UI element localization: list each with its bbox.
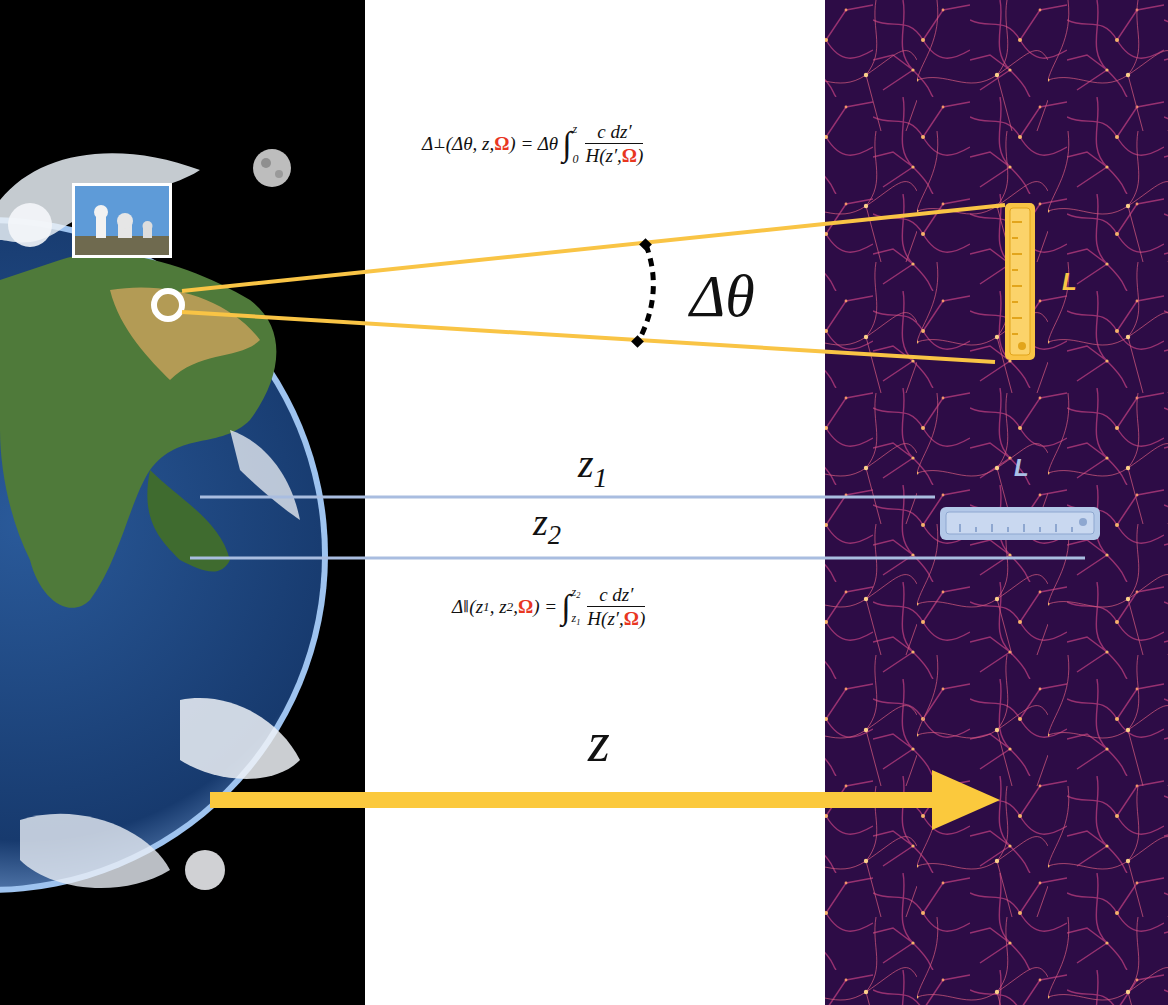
formula-text: z (571, 585, 576, 599)
formula-text: ∥ (463, 600, 469, 613)
redshift-label: 2 (548, 520, 561, 550)
formula-part: z1 (571, 612, 580, 627)
angle-label: Δθ (690, 263, 755, 329)
formula-part: 0 (572, 153, 578, 165)
formula: Δ∥(z1, z2, Ω) = ∫z2z1c dz′H(z′, Ω) (452, 585, 645, 628)
formula-text: z (572, 122, 577, 136)
formula-part: H(z′, Ω) (587, 609, 645, 628)
formula-text: , z (490, 597, 507, 616)
formula-text: Ω (494, 134, 509, 153)
redshift-label: z (588, 711, 610, 773)
formula-text: , (513, 597, 518, 616)
redshift-label: z (533, 501, 548, 543)
redshift-label-group: z (588, 714, 610, 770)
formula-text: H(z′, (587, 609, 623, 628)
formula-text: ) = Δθ (509, 134, 558, 153)
formula-text: ) = (533, 597, 557, 616)
length-label: L (1014, 454, 1029, 481)
integral-sign: ∫ (561, 590, 570, 624)
formula-text: Δ (422, 134, 433, 153)
formula-text: ⊥ (433, 137, 446, 150)
formula-text: 2 (507, 600, 514, 613)
redshift-label-group: z2 (533, 503, 561, 549)
formula-part: ∫z2z1 (561, 586, 580, 628)
redshift-label-group: z1 (578, 444, 608, 492)
formula-part (585, 143, 643, 144)
length-label-group: L (1014, 456, 1029, 480)
formula-part: z2z1 (571, 586, 580, 628)
formula-part: c dz′ (597, 122, 631, 141)
formula-text: 2 (576, 591, 580, 600)
length-label: L (1062, 268, 1077, 295)
formula-text: c dz′ (599, 585, 633, 604)
formula-text: Ω (622, 146, 637, 165)
integral-sign: ∫ (562, 127, 571, 161)
formula-text: Δ (452, 597, 463, 616)
formula-text: ) (637, 146, 643, 165)
formula-text: 0 (572, 152, 578, 166)
formula-text: (Δθ, z, (446, 134, 494, 153)
formula-part: c dz′ (599, 585, 633, 604)
formula-text: z (571, 611, 576, 625)
length-label-group: L (1062, 270, 1077, 294)
formula-text: 1 (576, 618, 580, 627)
formula-text: (z (469, 597, 483, 616)
formula-text: ) (639, 609, 645, 628)
formula-part: ∫z0 (562, 123, 578, 165)
formula-part (587, 606, 645, 607)
formula-part: H(z′, Ω) (585, 146, 643, 165)
formula: Δ⊥(Δθ, z, Ω) = Δθ∫z0c dz′H(z′, Ω) (422, 122, 643, 165)
formula-text: c dz′ (597, 122, 631, 141)
formula-part: z2 (571, 586, 580, 601)
formula-text: Ω (518, 597, 533, 616)
formula-part: z (572, 123, 578, 135)
formula-part: c dz′ H(z′, Ω) (585, 122, 643, 165)
formula-part: z0 (572, 123, 578, 165)
angle-label-group: Δθ (690, 266, 755, 326)
formula-text: H(z′, (585, 146, 621, 165)
redshift-label: z (578, 441, 594, 486)
redshift-label: 1 (594, 462, 608, 493)
formula-text: 1 (483, 600, 490, 613)
formula-text: Ω (624, 609, 639, 628)
formula-part: c dz′ H(z′, Ω) (587, 585, 645, 628)
